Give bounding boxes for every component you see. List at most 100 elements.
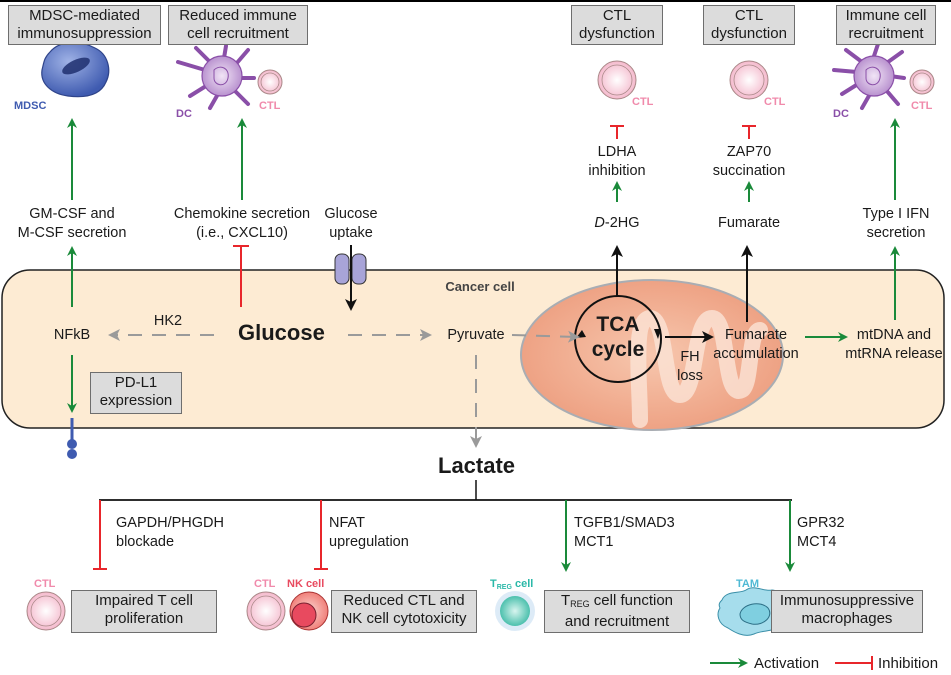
- mdsc-cell-icon: [41, 41, 110, 98]
- pdl1-line1: PD-L1: [114, 374, 158, 391]
- lactate-branch-2-inhibition: [314, 500, 328, 570]
- d2hg-label: D-2HG: [577, 214, 657, 233]
- fh-line1: FH: [680, 349, 700, 365]
- zap70-line1: ZAP70: [726, 144, 772, 160]
- fumarate-accumulation-label: Fumarate accumulation: [706, 326, 806, 364]
- outcome-text: recruitment: [848, 25, 924, 42]
- treg-sub: REG: [496, 584, 512, 591]
- chemokine-label: Chemokine secretion (i.e., CXCL10): [162, 205, 322, 243]
- tca-line1: TCA: [596, 313, 640, 336]
- outcome-line1: Impaired T cell: [95, 592, 193, 609]
- outcome-line1: Immunosuppressive: [779, 592, 915, 609]
- treg-rest: cell function: [589, 592, 674, 609]
- outcome-text: Immune cell: [845, 7, 927, 24]
- d2hg-italic-prefix: D: [594, 215, 605, 231]
- fumarate-label: Fumarate: [717, 215, 781, 231]
- gmcsf-label: GM-CSF and M-CSF secretion: [12, 205, 132, 243]
- tca-cycle-label: TCA cycle: [584, 312, 652, 362]
- outcome-line1: Reduced CTL and: [343, 592, 465, 609]
- gmcsf-line1: GM-CSF and: [29, 206, 115, 222]
- ifn-line1: Type I IFN: [862, 206, 930, 222]
- branch-4-mechanism: GPR32 MCT4: [797, 514, 845, 552]
- type-i-ifn-label: Type I IFN secretion: [848, 205, 944, 243]
- outcome-line2: macrophages: [801, 610, 893, 627]
- tca-line2: cycle: [591, 338, 645, 361]
- glucose-inhibits-chemokine: [233, 245, 249, 307]
- ctl-label-bottom-1: CTL: [34, 578, 56, 590]
- fh-line2: loss: [677, 368, 703, 384]
- ctl-label-top-4: CTL: [911, 100, 933, 112]
- outcome-text: CTL: [602, 7, 632, 24]
- top-border: [0, 0, 951, 2]
- mitochondrion: [520, 279, 784, 431]
- outcome-text: CTL: [734, 7, 764, 24]
- outcome-line2: proliferation: [104, 610, 184, 627]
- ctl-label-top-2: CTL: [632, 96, 654, 108]
- outcome-box-mdsc-immunosuppression: MDSC-mediated immunosuppression: [8, 5, 161, 45]
- hk2-label: HK2: [153, 313, 183, 329]
- chemokine-line1: Chemokine secretion: [173, 206, 311, 222]
- ctl-cell-icon-bottom-1: [26, 591, 66, 631]
- branch-2-mech-line2: upregulation: [329, 534, 409, 550]
- ldha-line2: inhibition: [588, 163, 646, 179]
- outcome-box-immune-recruitment: Immune cell recruitment: [836, 5, 936, 45]
- legend-inhibition-symbol: [835, 656, 873, 670]
- ctl-label-bottom-2: CTL: [254, 578, 276, 590]
- pyruvate-label: Pyruvate: [447, 327, 505, 343]
- ctl-label-top-1: CTL: [259, 100, 281, 112]
- fum-acc-line2: accumulation: [713, 346, 799, 362]
- branch-1-mech-line1: GAPDH/PHGDH: [116, 515, 224, 531]
- mtdna-line1: mtDNA and: [856, 327, 932, 343]
- branch-3-mech-line2: MCT1: [574, 534, 614, 550]
- pyruvate-to-tca-arrow: [511, 330, 580, 343]
- chemokine-line2: (i.e., CXCL10): [196, 225, 288, 241]
- glucose-uptake-line1: Glucose: [324, 206, 378, 222]
- pdl1-line2: expression: [99, 392, 173, 409]
- ctl-label-top-3: CTL: [764, 96, 786, 108]
- ctl-cell-icon-top-2: [597, 60, 637, 100]
- treg-sub: REG: [570, 599, 590, 609]
- outcome-line2: NK cell cytotoxicity: [341, 610, 467, 627]
- d2hg-rest: -2HG: [604, 215, 640, 231]
- treg-main: T: [490, 578, 497, 590]
- fh-loss-label: FH loss: [672, 348, 708, 386]
- fum-acc-line1: Fumarate: [724, 327, 788, 343]
- glucose-transporter-icon: [334, 253, 367, 285]
- treg-suffix: cell: [511, 578, 534, 590]
- ldha-line1: LDHA: [597, 144, 637, 160]
- branch-4-mech-line2: MCT4: [797, 534, 837, 550]
- dc-cell-icon-right: [832, 42, 906, 110]
- outcome-text: dysfunction: [711, 25, 787, 42]
- tam-label: TAM: [736, 578, 760, 590]
- legend-inhibition-label: Inhibition: [878, 655, 939, 672]
- mdsc-label: MDSC: [14, 100, 47, 112]
- ctl-cell-icon-top-1: [257, 69, 283, 95]
- outcome-box-impaired-t-cell: Impaired T cell proliferation: [71, 590, 217, 633]
- outcome-text: dysfunction: [579, 25, 655, 42]
- branch-3-mechanism: TGFB1/SMAD3 MCT1: [574, 514, 675, 552]
- glucose-label: Glucose: [238, 320, 325, 345]
- nk-cell-icon: [289, 591, 329, 631]
- outcome-line2: and recruitment: [564, 613, 670, 630]
- outcome-box-immunosuppressive-macrophages: Immunosuppressive macrophages: [771, 590, 923, 633]
- dc-label-left: DC: [176, 108, 192, 120]
- dc-cell-icon-left: [176, 44, 256, 110]
- ctl-cell-icon-top-3: [729, 60, 769, 100]
- outcome-text: Reduced immune: [179, 7, 297, 24]
- ctl-cell-icon-bottom-2: [246, 591, 286, 631]
- treg-cell-icon: [495, 591, 535, 631]
- zap70-line2: succination: [712, 163, 786, 179]
- branch-1-mech-line2: blockade: [116, 534, 175, 550]
- lactate-label: Lactate: [438, 453, 516, 478]
- pdl1-expression-box: PD-L1 expression: [90, 372, 182, 414]
- branch-4-mech-line1: GPR32: [797, 515, 845, 531]
- ldha-inhibition-label: LDHA inhibition: [577, 143, 657, 181]
- outcome-text: MDSC-mediated: [29, 7, 140, 24]
- ifn-line2: secretion: [866, 225, 926, 241]
- glucose-uptake-line2: uptake: [329, 225, 373, 241]
- outcome-box-reduced-cytotoxicity: Reduced CTL and NK cell cytotoxicity: [331, 590, 477, 633]
- outcome-box-reduced-recruitment: Reduced immune cell recruitment: [168, 5, 308, 45]
- legend-activation-label: Activation: [754, 655, 820, 672]
- lactate-branch-1-inhibition: [93, 500, 107, 570]
